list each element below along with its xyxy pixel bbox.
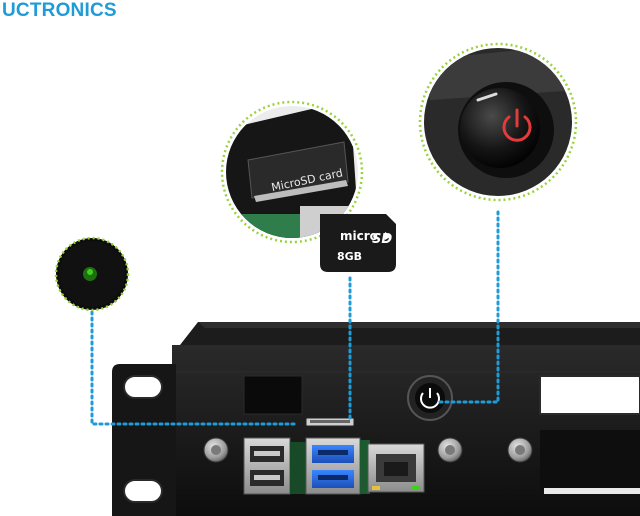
- panel-screw: [203, 437, 229, 463]
- usb2-ports: [243, 437, 291, 495]
- pcb-edge: [290, 442, 308, 494]
- pcb-edge: [360, 440, 370, 494]
- callout-lines: [90, 210, 500, 426]
- sd-capacity-text: 8GB: [337, 250, 362, 263]
- usb3-ports: [305, 437, 361, 495]
- power-button[interactable]: [407, 375, 453, 421]
- ethernet-port: [367, 443, 425, 493]
- power-callout: [418, 42, 578, 202]
- sd-brand-text: micro: [340, 229, 378, 243]
- microsd-callout: MicroSD card: [220, 100, 364, 244]
- power-icon: [502, 108, 532, 142]
- panel-screw: [437, 437, 463, 463]
- led-callout: [54, 236, 130, 312]
- sd-logo-text: SD: [372, 232, 392, 247]
- brand-logo: UCTRONICS: [2, 0, 117, 21]
- panel-screw: [507, 437, 533, 463]
- microsd-card: micro SD 8GB: [320, 214, 396, 272]
